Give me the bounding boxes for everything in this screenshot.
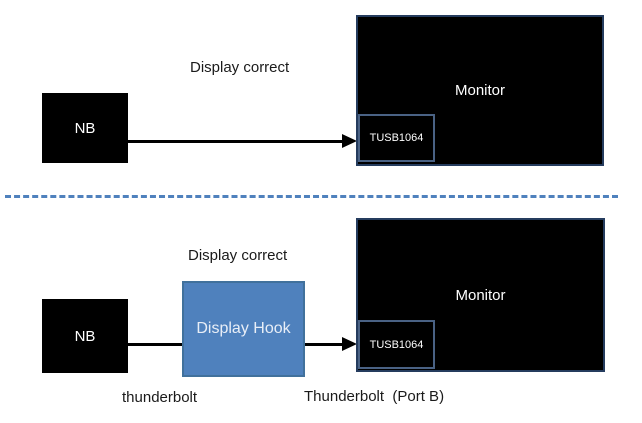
bottom-tusb1064-label: TUSB1064 [369,338,424,351]
bottom-nb-label: NB [74,327,96,345]
bottom-caption-display-correct: Display correct [188,247,288,264]
bottom-monitor-label: Monitor [455,286,506,304]
top-monitor-label: Monitor [454,82,506,99]
bottom-connector-nb-to-hook [128,343,184,346]
top-nb-label: NB [74,119,96,137]
top-caption-display-correct: Display correct [190,59,290,76]
bottom-tusb1064-chip: TUSB1064 [358,320,435,369]
top-arrow-head-icon [342,134,357,148]
display-hook-node: Display Hook [182,281,305,377]
bottom-arrow-head-icon [342,337,357,351]
label-thunderbolt-port-b: Thunderbolt (Port B) [304,388,445,405]
top-connector-line [128,140,344,143]
bottom-connector-hook-to-monitor [305,343,344,346]
bottom-nb-node: NB [42,299,128,373]
divider-dashed-line [5,195,618,198]
top-tusb1064-label: TUSB1064 [369,132,424,144]
top-monitor-node: Monitor TUSB1064 [356,15,604,166]
bottom-monitor-node: Monitor TUSB1064 [356,218,605,372]
display-hook-label: Display Hook [196,320,291,337]
top-nb-node: NB [42,93,128,163]
label-thunderbolt: thunderbolt [122,389,198,406]
top-tusb1064-chip: TUSB1064 [358,114,435,162]
